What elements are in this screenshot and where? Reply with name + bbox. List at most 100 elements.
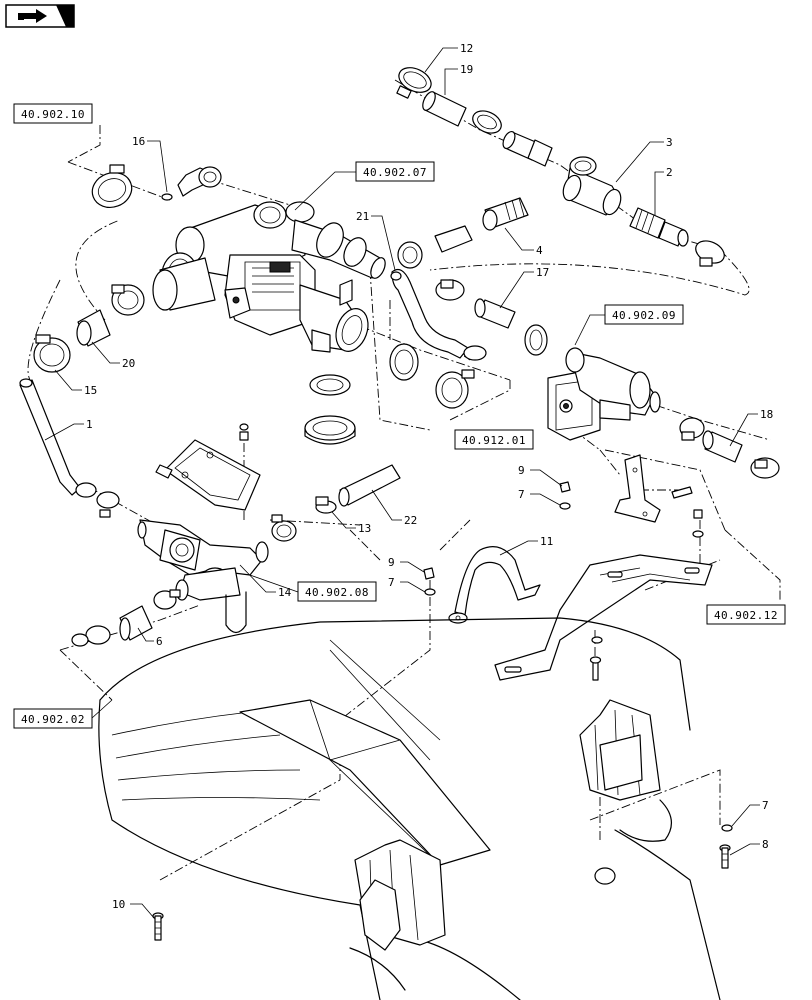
hardware-bolt-top-left xyxy=(239,423,249,441)
callout-9a: 9 xyxy=(518,464,563,487)
part-20-hose xyxy=(76,309,111,347)
callout-17: 17 xyxy=(499,266,549,309)
reference-box-40-902-10[interactable]: 40.902.10 xyxy=(13,103,93,124)
hose-clamp-18a xyxy=(679,417,705,441)
hose-clamp-4b xyxy=(397,241,423,269)
part-6-hose xyxy=(119,605,153,641)
svg-text:4: 4 xyxy=(536,244,543,257)
callout-22: 22 xyxy=(371,489,417,527)
hardware-nut-9a xyxy=(559,481,571,493)
hose-clamp-17a xyxy=(435,279,465,301)
hardware-washer-7b xyxy=(424,588,436,596)
reference-box-40-902-08[interactable]: 40.902.08 xyxy=(297,581,377,602)
hose-clamp-19b xyxy=(472,110,502,134)
svg-text:40.902.09: 40.902.09 xyxy=(612,309,676,322)
hardware-bolt-center xyxy=(589,656,602,681)
reference-box-40-902-12[interactable]: 40.902.12 xyxy=(706,604,786,625)
valve-gasket-upper xyxy=(309,374,351,396)
callout-7c: 7 xyxy=(731,799,769,827)
callout-18: 18 xyxy=(729,408,773,447)
callout-8: 8 xyxy=(729,838,769,856)
part-15-hose-clamp xyxy=(33,334,71,373)
svg-text:40.902.10: 40.902.10 xyxy=(21,108,85,121)
svg-text:40.902.02: 40.902.02 xyxy=(21,713,85,726)
svg-text:14: 14 xyxy=(278,586,292,599)
callout-2: 2 xyxy=(654,166,673,215)
hose-clamp-6a xyxy=(71,625,111,647)
callout-19: 19 xyxy=(444,63,473,95)
svg-text:2: 2 xyxy=(666,166,673,179)
svg-text:21: 21 xyxy=(356,210,369,223)
hardware-nut-right-top xyxy=(692,509,704,538)
svg-text:17: 17 xyxy=(536,266,549,279)
svg-text:7: 7 xyxy=(388,576,395,589)
hose-clamp-18b xyxy=(750,457,780,479)
part-12-hose-clamp xyxy=(396,67,432,99)
svg-text:1: 1 xyxy=(86,418,93,431)
hose-clamp-mid-c xyxy=(463,345,487,361)
main-valve-assembly xyxy=(152,201,386,353)
valve-gasket-lower xyxy=(304,415,356,445)
reference-box-40-902-07[interactable]: 40.902.07 xyxy=(355,161,435,182)
hose-barb-fitting xyxy=(502,130,553,167)
next-page-arrow-icon xyxy=(18,9,47,23)
hardware-washer-7a xyxy=(559,502,571,510)
callout-10: 10 xyxy=(112,898,155,919)
svg-text:10: 10 xyxy=(112,898,125,911)
callout-11: 11 xyxy=(499,535,553,556)
svg-text:40.902.07: 40.902.07 xyxy=(363,166,427,179)
svg-text:20: 20 xyxy=(122,357,135,370)
hose-clamp-lower-a xyxy=(271,514,297,542)
svg-text:8: 8 xyxy=(762,838,769,851)
callout-4: 4 xyxy=(504,227,543,257)
hose-clamp-1a xyxy=(75,482,97,498)
hardware-bolt-10 xyxy=(152,912,164,941)
part-13-hose-clamp xyxy=(315,496,337,514)
hardware-washer-7c xyxy=(721,824,733,832)
hardware-bolt-8 xyxy=(719,844,731,869)
hose-clamp-mid-a xyxy=(389,343,419,381)
svg-text:6: 6 xyxy=(156,635,163,648)
part-4-hose-barb xyxy=(434,197,529,253)
svg-text:11: 11 xyxy=(540,535,553,548)
hose-clamp-2b xyxy=(695,240,725,267)
svg-text:40.902.08: 40.902.08 xyxy=(305,586,369,599)
callout-15: 15 xyxy=(54,369,97,397)
svg-text:9: 9 xyxy=(518,464,525,477)
svg-text:19: 19 xyxy=(460,63,473,76)
long-mounting-bracket xyxy=(494,554,713,681)
part-2-adapter-fitting xyxy=(629,207,689,247)
hose-clamp-20a xyxy=(111,284,145,316)
next-page-button[interactable] xyxy=(5,4,75,28)
callout-3: 3 xyxy=(615,136,673,183)
svg-text:7: 7 xyxy=(518,488,525,501)
svg-text:40.912.01: 40.912.01 xyxy=(462,434,526,447)
svg-text:12: 12 xyxy=(460,42,473,55)
tank-mounting-bracket xyxy=(155,439,261,511)
callout-9b: 9 xyxy=(388,556,425,573)
svg-text:15: 15 xyxy=(84,384,97,397)
hose-clamp-17b xyxy=(524,324,548,356)
svg-text:16: 16 xyxy=(132,135,145,148)
hardware-bolt-right xyxy=(671,486,693,499)
callout-7b: 7 xyxy=(388,576,426,593)
callout-13: 13 xyxy=(331,511,371,535)
callout-16: 16 xyxy=(132,135,168,193)
secondary-valve-assembly xyxy=(547,347,661,441)
svg-text:13: 13 xyxy=(358,522,371,535)
reference-leaders xyxy=(91,171,605,719)
part-3-tee-fitting xyxy=(562,156,622,216)
callouts: 12 19 16 3 2 21 4 17 20 15 18 1 9 7 11 1… xyxy=(44,42,773,919)
svg-text:9: 9 xyxy=(388,556,395,569)
callout-14: 14 xyxy=(239,564,292,599)
reference-box-40-902-09[interactable]: 40.902.09 xyxy=(604,304,684,325)
part-18-hose xyxy=(702,430,743,463)
svg-text:22: 22 xyxy=(404,514,417,527)
reference-box-40-912-01[interactable]: 40.912.01 xyxy=(454,429,534,450)
callout-20: 20 xyxy=(91,341,135,370)
callout-6: 6 xyxy=(137,627,163,648)
svg-text:40.902.12: 40.902.12 xyxy=(714,609,778,622)
callout-12: 12 xyxy=(424,42,473,73)
reference-box-40-902-02[interactable]: 40.902.02 xyxy=(13,708,93,729)
